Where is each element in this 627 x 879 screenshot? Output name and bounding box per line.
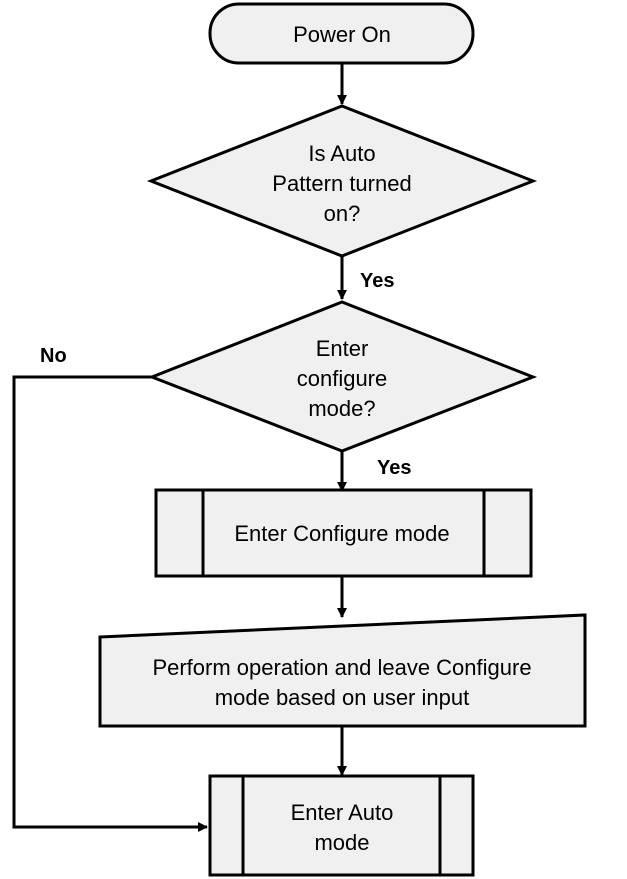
auto-pattern-decision: [146, 104, 538, 258]
auto-pattern-line-1: Is Auto: [308, 141, 375, 166]
enter-configure-process: [154, 488, 533, 578]
perform-operation-line-2: mode based on user input: [215, 685, 469, 710]
configure-decision-line-3: mode?: [308, 396, 375, 421]
enter-configure-label: Enter Configure mode: [234, 521, 449, 546]
power-on-label: Power On: [293, 22, 391, 47]
configure-decision-line-2: configure: [297, 366, 388, 391]
enter-auto-line-2: mode: [314, 830, 369, 855]
auto-pattern-line-2: Pattern turned: [272, 171, 411, 196]
power-on-terminator: [208, 2, 475, 65]
configure-decision: [147, 300, 538, 453]
perform-operation-input: [98, 613, 587, 728]
perform-operation-line-1: Perform operation and leave Configure: [152, 655, 531, 680]
enter-auto-process: [208, 774, 475, 877]
yes-label-second: Yes: [377, 457, 411, 479]
enter-auto-line-1: Enter Auto: [291, 800, 394, 825]
arrow-no-to-enter-auto: [12, 375, 208, 832]
no-label: No: [40, 345, 67, 367]
auto-pattern-line-3: on?: [324, 201, 361, 226]
yes-label-first: Yes: [360, 270, 394, 292]
configure-decision-line-1: Enter: [316, 336, 369, 361]
